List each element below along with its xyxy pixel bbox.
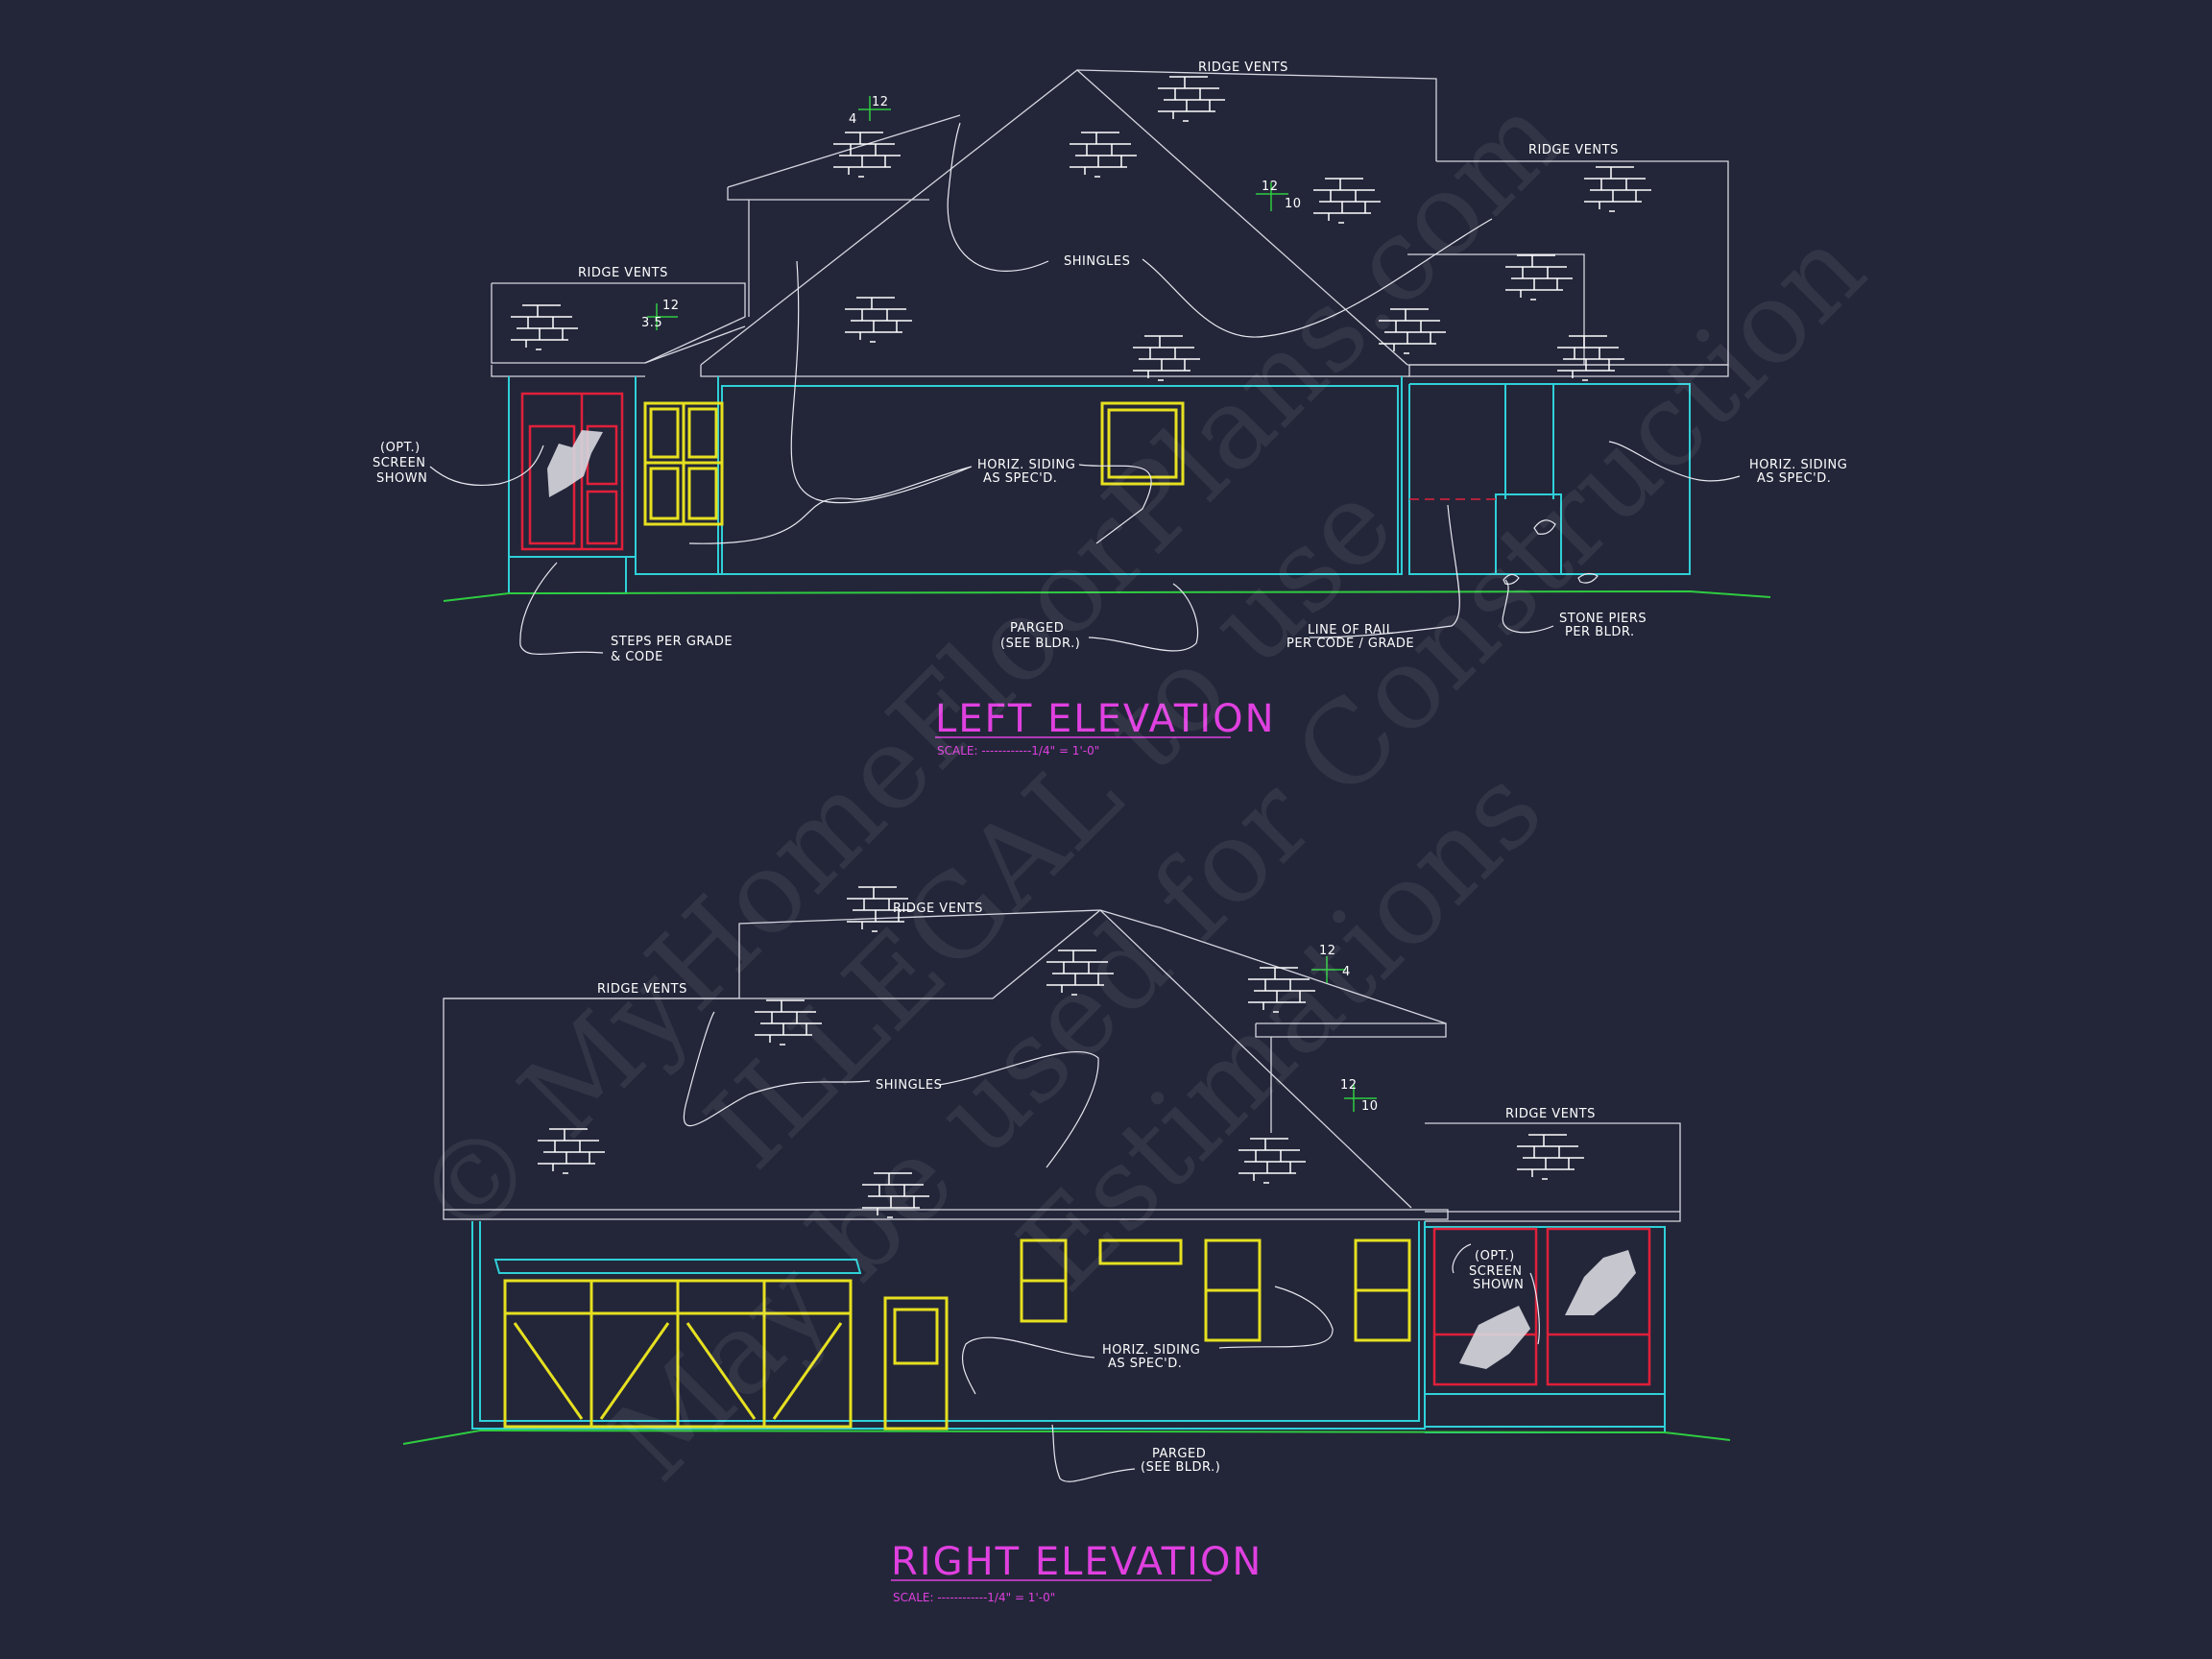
note-ridge-vents: RIDGE VENTS	[597, 982, 687, 997]
note-opt: (OPT.)	[380, 441, 421, 455]
screen-hatch	[547, 430, 603, 497]
leader-parged-right	[1051, 1424, 1136, 1482]
garage-door	[503, 1279, 853, 1429]
note-ridge-vents: RIDGE VENTS	[1198, 60, 1288, 75]
leader-horiz-siding	[688, 260, 1152, 544]
right-elevation-notes: RIDGE VENTS RIDGE VENTS RIDGE VENTS SHIN…	[597, 902, 1596, 1604]
pitch-run: 12	[872, 95, 889, 109]
left-elevation-scale: SCALE: ------------1/4" = 1'-0"	[937, 744, 1099, 757]
note-parged: (SEE BLDR.)	[1141, 1460, 1220, 1475]
right-left-gable	[443, 909, 1449, 1220]
pitch-run: 12	[1340, 1078, 1358, 1093]
note-ridge-vents: RIDGE VENTS	[1528, 143, 1619, 157]
screen-hatch-right-1	[1459, 1306, 1530, 1369]
right-elevation-title: RIGHT ELEVATION	[891, 1540, 1262, 1584]
pitch-symbol-3	[1256, 182, 1288, 211]
note-shown: SHOWN	[1473, 1278, 1524, 1292]
note-parged: PARGED	[1152, 1447, 1206, 1461]
note-ridge-vents: RIDGE VENTS	[893, 902, 983, 916]
garage-header	[493, 1259, 862, 1274]
pitch-symbol-5	[1344, 1085, 1377, 1112]
note-horiz-siding: AS SPEC'D.	[1108, 1357, 1182, 1371]
right-dormer	[1255, 1022, 1447, 1133]
note-ridge-vents: RIDGE VENTS	[578, 266, 668, 280]
square-window	[1100, 401, 1185, 486]
leader-parged	[1088, 583, 1199, 652]
right-screen-panels	[1432, 1227, 1651, 1386]
note-shown: SHOWN	[376, 471, 427, 486]
leader-shingles-right	[683, 1011, 1099, 1168]
leader-screen	[429, 445, 544, 486]
pitch-run: 12	[662, 299, 680, 313]
note-parged: (SEE BLDR.)	[1000, 637, 1080, 651]
leader-screen-right	[1452, 1243, 1540, 1345]
note-horiz-siding: AS SPEC'D.	[983, 471, 1057, 486]
pitch-symbol-4	[1311, 956, 1346, 983]
right-main-wall	[471, 1221, 1426, 1430]
note-rail: LINE OF RAIL	[1308, 623, 1394, 637]
pitch-rise: 10	[1285, 197, 1302, 211]
pitch-symbol-2	[647, 303, 678, 330]
double-window-left	[643, 401, 724, 526]
note-stone-piers: PER BLDR.	[1565, 625, 1635, 639]
note-screen: SCREEN	[1469, 1264, 1523, 1279]
note-shingles: SHINGLES	[1064, 254, 1130, 269]
left-elevation-notes: RIDGE VENTS RIDGE VENTS RIDGE VENTS SHIN…	[373, 60, 1847, 757]
entry-door	[883, 1296, 949, 1431]
grade-line-left	[443, 589, 1771, 602]
right-elevation-drawing	[402, 886, 1731, 1482]
leader-siding-right	[961, 1286, 1334, 1395]
dormer-face	[644, 325, 746, 364]
pitch-rise: 4	[1342, 965, 1351, 979]
right-windows	[1020, 1238, 1411, 1342]
right-porch-wall	[1425, 1226, 1666, 1428]
leader-horiz-siding-2	[1608, 441, 1741, 482]
left-wing-wall	[508, 376, 718, 575]
screen-door-left	[520, 392, 624, 551]
screen-hatch-right-2	[1565, 1250, 1636, 1315]
pitch-rise: 10	[1361, 1099, 1379, 1114]
watermark: © MyHomeFloorPlans.com ILLEGAL to use Ma…	[389, 70, 1889, 1506]
pitch-rise: 4	[849, 112, 857, 127]
right-main-roof	[443, 909, 1447, 1210]
note-horiz-siding: AS SPEC'D.	[1757, 471, 1831, 486]
note-steps: & CODE	[611, 650, 663, 664]
leader-shingles	[947, 122, 1493, 338]
dormer-roof	[727, 114, 961, 317]
grade-line-right	[402, 1429, 1731, 1445]
left-elevation-drawing	[429, 69, 1771, 656]
porch-roof	[1407, 253, 1729, 377]
note-horiz-siding: HORIZ. SIDING	[1749, 458, 1847, 472]
note-horiz-siding: HORIZ. SIDING	[1102, 1343, 1200, 1358]
leader-steps	[519, 562, 604, 656]
porch-wall	[1408, 383, 1691, 575]
right-elevation-scale: SCALE: ------------1/4" = 1'-0"	[893, 1591, 1055, 1604]
leader-rail	[1309, 504, 1460, 638]
pitch-symbol-1	[858, 96, 891, 121]
note-shingles: SHINGLES	[876, 1078, 942, 1093]
pitch-run: 12	[1262, 180, 1279, 194]
note-opt: (OPT.)	[1475, 1249, 1515, 1263]
left-elevation-title: LEFT ELEVATION	[935, 697, 1276, 741]
stone-pier	[1495, 493, 1562, 575]
note-horiz-siding: HORIZ. SIDING	[977, 458, 1075, 472]
note-ridge-vents: RIDGE VENTS	[1505, 1107, 1596, 1121]
note-parged: PARGED	[1010, 621, 1064, 636]
pitch-run: 12	[1319, 944, 1336, 958]
note-stone-piers: STONE PIERS	[1559, 612, 1647, 626]
right-porch-roof	[1425, 1122, 1681, 1222]
left-wing-roof	[491, 282, 746, 377]
note-screen: SCREEN	[373, 456, 426, 470]
note-steps: STEPS PER GRADE	[611, 635, 733, 649]
note-rail: PER CODE / GRADE	[1286, 637, 1414, 651]
left-steps	[508, 557, 627, 594]
pitch-rise: 3.5	[641, 316, 662, 330]
leader-stone-piers	[1502, 579, 1554, 634]
